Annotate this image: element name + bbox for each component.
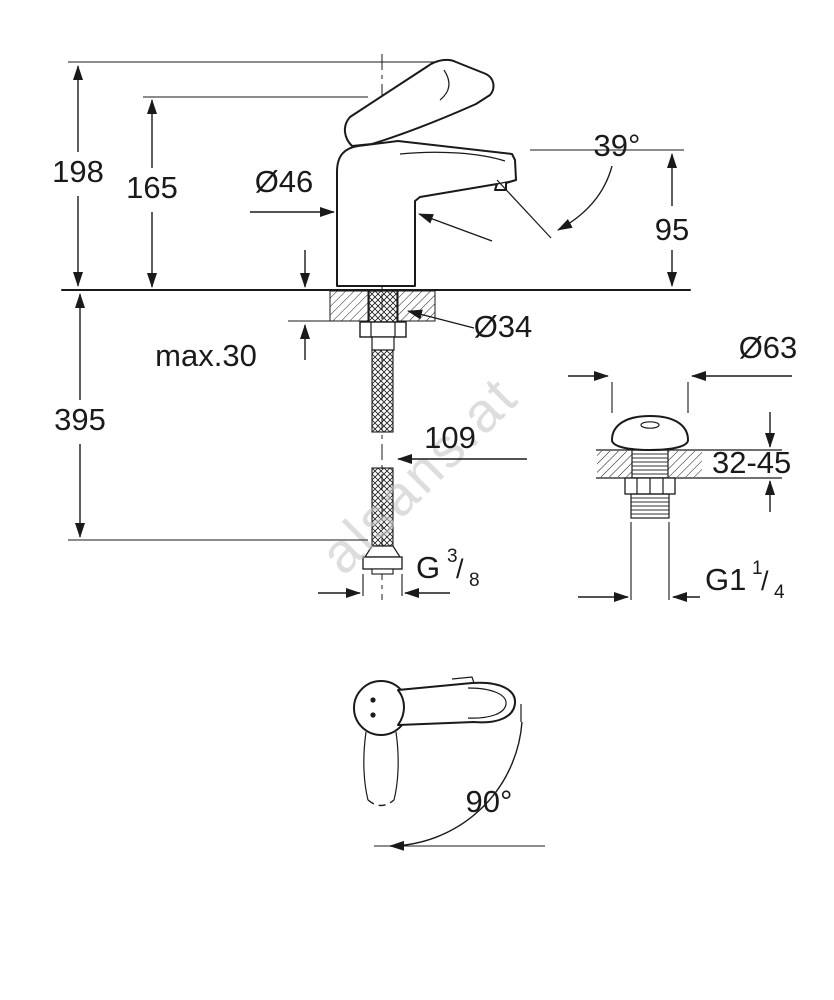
drain-locknut-knurl	[636, 478, 664, 494]
dim-max-mount-thickness-label: max.30	[155, 338, 257, 373]
handle-swing-silhouette	[363, 731, 399, 801]
ext-lines-g38	[362, 574, 403, 596]
dimension-annotations: 198 165 Ø46 39° 95 max.30 Ø34 395 109	[52, 61, 798, 851]
spout-angle-reference-line	[496, 179, 552, 239]
dim-lever-height-label: 165	[126, 170, 178, 205]
supply-thread-slash: /	[456, 554, 464, 584]
faucet-lever-outline	[344, 58, 495, 147]
threaded-shank	[368, 290, 398, 323]
drain-body-through-counter	[631, 449, 669, 479]
handle-lever-tab	[451, 676, 475, 684]
drain-thread-denominator: 4	[774, 582, 785, 603]
drain-threaded-tail	[630, 493, 670, 519]
shank-lower-stub	[371, 336, 395, 351]
hose-fitting-tip	[371, 568, 394, 575]
dim-body-diameter-label: Ø46	[255, 164, 314, 199]
handle-swing-dashed-tip	[367, 799, 395, 807]
ext-lines-g114	[630, 522, 670, 600]
supply-thread-label-g: G	[416, 550, 440, 585]
counter-hatch-left	[329, 290, 369, 322]
mounting-nut	[359, 321, 407, 338]
dim-spout-angle-leader	[557, 165, 613, 231]
dim-mount-range-label: 32-45	[712, 445, 791, 480]
dim-d46-arrow-right	[418, 213, 493, 242]
handle-lever-top-view	[397, 681, 517, 726]
handle-dot-upper	[370, 697, 376, 703]
spout-contour-line	[399, 151, 506, 162]
supply-thread-denominator: 8	[469, 570, 480, 591]
dim-d34-leader	[407, 309, 475, 329]
faucet-body-spout-outline	[336, 140, 517, 287]
drain-thread-numerator: 1	[752, 558, 763, 579]
ext-lines-d63	[611, 382, 689, 413]
mounting-hardware	[61, 289, 691, 351]
drain-counter-hatch-left	[597, 451, 632, 477]
drain-cap-slot	[640, 421, 660, 429]
lever-detail-line	[439, 69, 450, 101]
dim-handle-swing-label: 90°	[466, 784, 513, 819]
drain-thread-label-g: G1	[705, 562, 746, 597]
drain-assembly	[596, 415, 782, 519]
supply-hose	[362, 349, 403, 575]
dim-hole-diameter-label: Ø34	[474, 309, 533, 344]
handle-top-view	[353, 676, 522, 807]
dim-spout-height-label: 95	[655, 212, 689, 247]
dim-spout-angle-label: 39°	[594, 128, 641, 163]
faucet-side-view	[336, 54, 552, 600]
drain-counter-hatch-right	[668, 451, 702, 477]
dim-flange-diameter-label: Ø63	[739, 330, 798, 365]
dim-hose-length-label: 109	[424, 420, 476, 455]
dim-below-counter-depth-label: 395	[54, 402, 106, 437]
dim-total-height-label: 198	[52, 154, 104, 189]
dim-90-arc	[389, 721, 523, 851]
drain-cap-dome	[611, 415, 689, 451]
supply-thread-numerator: 3	[447, 546, 458, 567]
handle-dot-lower	[370, 712, 376, 718]
handle-lever-inner-contour	[467, 687, 507, 719]
mounting-nut-facets	[370, 322, 396, 337]
flex-hose-upper	[371, 349, 394, 433]
drain-thread-slash: /	[761, 566, 769, 596]
